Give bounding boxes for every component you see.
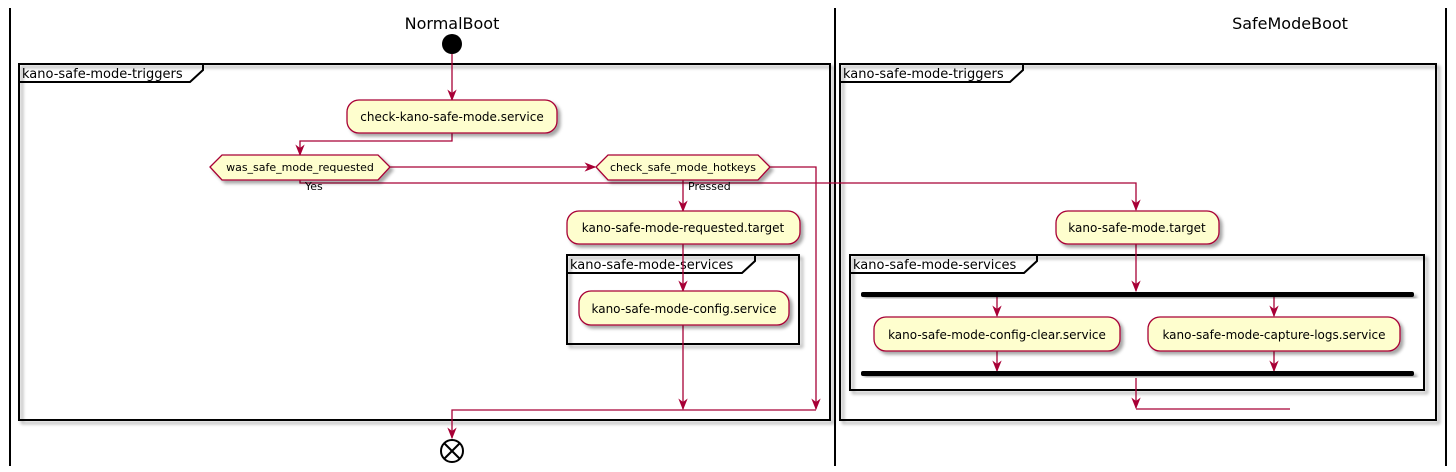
node-capture-logs-service: kano-safe-mode-capture-logs.service bbox=[1147, 316, 1401, 352]
frame-safe-services: kano-safe-mode-services bbox=[849, 254, 1425, 391]
frame-label-safe-triggers: kano-safe-mode-triggers bbox=[843, 67, 1004, 82]
end-node-icon bbox=[440, 439, 464, 463]
node-requested-target: kano-safe-mode-requested.target bbox=[566, 210, 801, 245]
flow-edges bbox=[295, 54, 1290, 440]
edge-label-yes: Yes bbox=[304, 180, 323, 193]
frame-label-normal-services: kano-safe-mode-services bbox=[570, 258, 734, 273]
frame-label-normal-triggers: kano-safe-mode-triggers bbox=[22, 67, 183, 82]
node-config-service: kano-safe-mode-config.service bbox=[578, 290, 790, 326]
node-config-clear-service: kano-safe-mode-config-clear.service bbox=[873, 316, 1121, 352]
svg-text:kano-safe-mode-capture-logs.se: kano-safe-mode-capture-logs.service bbox=[1162, 328, 1385, 342]
svg-text:kano-safe-mode-config.service: kano-safe-mode-config.service bbox=[591, 302, 776, 316]
svg-text:kano-safe-mode-requested.targe: kano-safe-mode-requested.target bbox=[582, 221, 785, 235]
svg-text:check-kano-safe-mode.service: check-kano-safe-mode.service bbox=[360, 110, 543, 124]
svg-text:kano-safe-mode-config-clear.se: kano-safe-mode-config-clear.service bbox=[888, 328, 1106, 342]
node-check-kano-safe-mode-service: check-kano-safe-mode.service bbox=[346, 99, 558, 134]
node-safe-mode-target: kano-safe-mode.target bbox=[1055, 210, 1220, 245]
svg-text:check_safe_mode_hotkeys: check_safe_mode_hotkeys bbox=[610, 161, 756, 174]
svg-text:was_safe_mode_requested: was_safe_mode_requested bbox=[226, 161, 374, 174]
lane-title-normalboot: NormalBoot bbox=[405, 14, 500, 33]
frame-label-safe-services: kano-safe-mode-services bbox=[853, 258, 1017, 273]
start-node-icon bbox=[442, 34, 462, 54]
edge-label-pressed: Pressed bbox=[688, 180, 731, 193]
decision-check-safe-mode-hotkeys: check_safe_mode_hotkeys bbox=[595, 154, 771, 181]
svg-text:kano-safe-mode.target: kano-safe-mode.target bbox=[1068, 221, 1206, 235]
join-bar bbox=[861, 371, 1414, 376]
decision-was-safe-mode-requested: was_safe_mode_requested bbox=[209, 154, 391, 181]
frame-normal-triggers: kano-safe-mode-triggers bbox=[18, 63, 831, 421]
fork-bar bbox=[861, 292, 1414, 297]
frame-safe-triggers: kano-safe-mode-triggers bbox=[839, 63, 1437, 421]
lane-title-safemodeboot: SafeModeBoot bbox=[1232, 14, 1348, 33]
